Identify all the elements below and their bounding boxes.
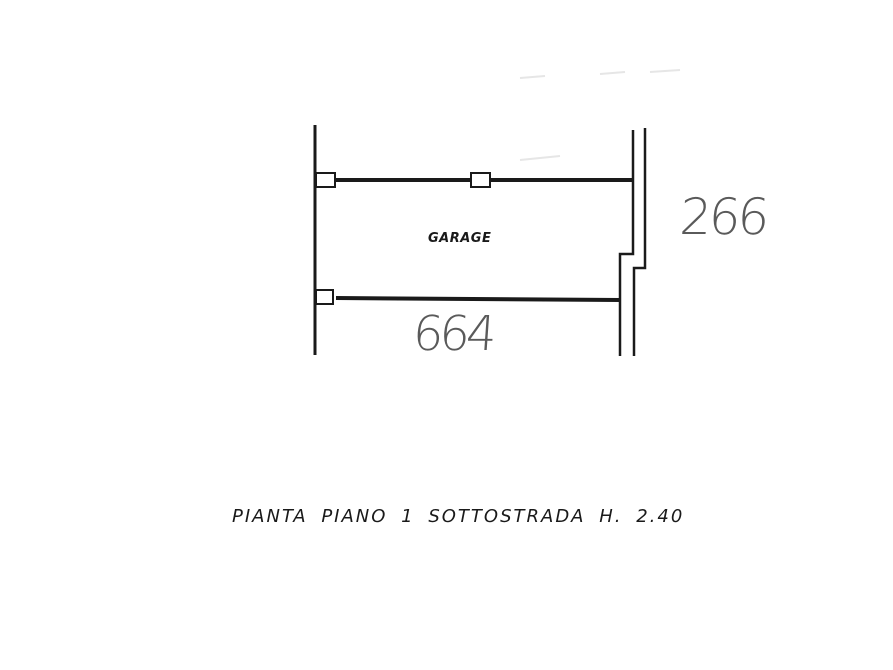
handwritten-note-right: 266: [677, 188, 769, 246]
bottom-partition: [335, 296, 621, 302]
top-middle-post: [470, 172, 491, 188]
bottom-left-post: [315, 289, 334, 305]
right-wall-outer: [632, 128, 647, 356]
plan-caption: PIANTA PIANO 1 SOTTOSTRADA H. 2.40: [232, 506, 685, 527]
handwritten-note-bottom: 664: [411, 306, 495, 362]
scan-smudges: [519, 69, 681, 161]
top-left-post: [315, 172, 336, 188]
room-label-garage: GARAGE: [428, 231, 492, 246]
right-wall-inner: [618, 130, 635, 356]
